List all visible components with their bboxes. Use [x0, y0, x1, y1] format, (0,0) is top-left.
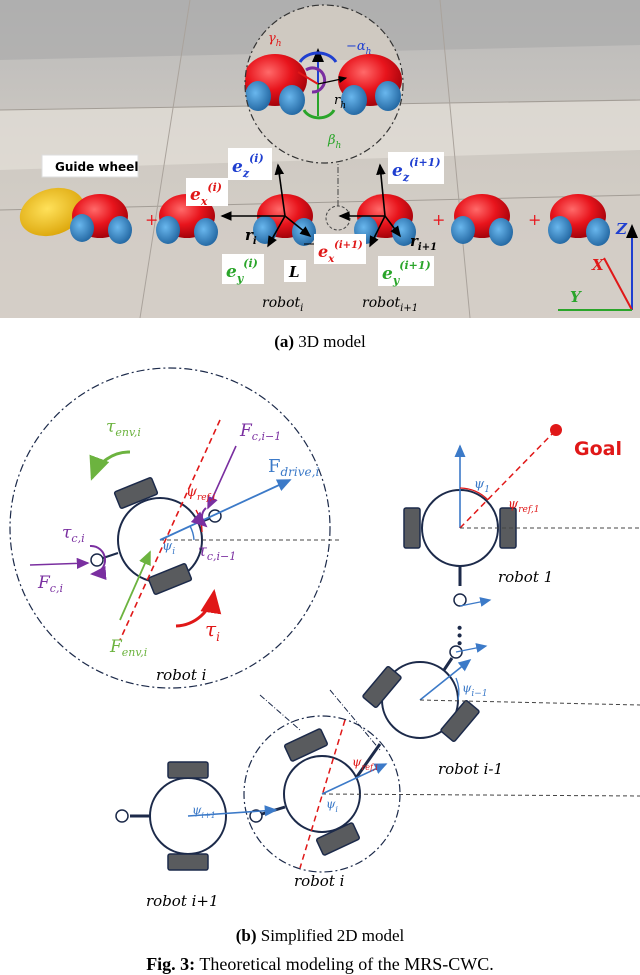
- svg-text:X: X: [591, 256, 605, 274]
- ez-i1-arrow: [376, 163, 386, 217]
- tau-i-label: τi: [205, 617, 220, 644]
- robot-im1-label: robot i-1: [438, 760, 503, 778]
- psi-ref-i-big-label: ψref,i: [186, 484, 215, 503]
- svg-text:Y: Y: [570, 288, 582, 306]
- alpha-h-label: −αh: [346, 39, 371, 57]
- tau-env-arc: [89, 450, 131, 481]
- goal-label: Goal: [574, 438, 622, 460]
- panel-3d-model: + + +: [0, 0, 640, 319]
- gamma-h-label: γh: [268, 31, 282, 49]
- robot-1-label: robot 1: [498, 568, 553, 586]
- guide-wheel: [19, 187, 85, 237]
- ey-i1-label: ey(i+1): [378, 256, 434, 287]
- r-i1-arrow: [384, 215, 401, 238]
- svg-text:ex(i+1): ex(i+1): [318, 240, 363, 265]
- ey-i1-arrow: [369, 215, 386, 248]
- svg-text:L: L: [288, 263, 300, 281]
- robot-i-label-3d: roboti: [262, 295, 303, 314]
- ex-i-label: ex(i): [186, 178, 228, 208]
- svg-text:ey(i): ey(i): [226, 257, 258, 285]
- robot-i-zoom-circle: [9, 367, 331, 689]
- svg-text:+: +: [528, 210, 541, 229]
- robot-i-big-label: robot i: [156, 666, 207, 684]
- f-env-arrow: [119, 550, 151, 621]
- tau-c-i-label: τc,i: [62, 523, 85, 545]
- fc-im1-arrow: [207, 445, 237, 510]
- robot-i1-label-3d: roboti+1: [362, 295, 418, 314]
- psi-ip1-label: ψi+1: [192, 803, 216, 820]
- r-i-label: ri: [245, 226, 257, 247]
- global-axes: Z X Y: [558, 220, 638, 311]
- panel-2d-model: τenv,i Fc,i−1 Fdrive,i ψref,i ψi τc,i Fc…: [0, 360, 640, 920]
- ez-i-label: ez(i): [228, 148, 272, 180]
- svg-text:ez(i+1): ez(i+1): [392, 156, 441, 184]
- hitch-zoom-view: γh −αh rh βh: [244, 4, 404, 164]
- ez-i-arrow: [274, 163, 286, 217]
- robot-i-small: [249, 728, 382, 856]
- r-i1-label: ri+1: [410, 232, 437, 253]
- robot-module: [70, 194, 132, 244]
- caption-a: (a) 3D model: [274, 332, 366, 351]
- tau-i-arc: [175, 589, 222, 628]
- svg-text:ez(i): ez(i): [232, 152, 264, 180]
- psi-i-big-label: ψi: [162, 539, 175, 557]
- psi-i-small-label: ψi: [326, 797, 338, 814]
- robot-i-big: [90, 477, 222, 595]
- robot-i-small-label: robot i: [294, 872, 345, 890]
- beta-h-label: βh: [327, 133, 341, 151]
- r-i-arrow: [284, 215, 312, 237]
- psi-1-label: ψ1: [474, 477, 490, 495]
- figure-caption: Fig. 3: Theoretical modeling of the MRS-…: [146, 954, 494, 974]
- fc-im1-label: Fc,i−1: [239, 421, 281, 443]
- psi-ref-i-small-label: ψref,i: [352, 755, 378, 772]
- psi-ref-1-label: ψref,1: [508, 497, 539, 515]
- f-drive-label: Fdrive,i: [268, 456, 319, 479]
- ey-i-arrow: [267, 215, 286, 248]
- tau-env-label: τenv,i: [106, 417, 141, 439]
- ref-line-big: [119, 419, 221, 641]
- svg-text:+: +: [432, 210, 445, 229]
- r-h-label: rh: [334, 93, 346, 111]
- svg-text:+: +: [145, 210, 158, 229]
- svg-text:Z: Z: [615, 220, 628, 238]
- svg-text:···: ···: [446, 624, 472, 647]
- f-env-label: Fenv,i: [109, 637, 147, 659]
- ey-i-label: ey(i): [222, 254, 264, 285]
- robot-module: [451, 194, 513, 246]
- f-drive-arrow: [159, 479, 292, 541]
- ex-i1-label: ex(i+1): [314, 234, 366, 265]
- psi-im1-label: ψi−1: [462, 681, 488, 699]
- fc-i-arrow: [29, 557, 90, 569]
- robot-module: [548, 194, 610, 246]
- robot-ip1-label: robot i+1: [146, 892, 219, 910]
- guide-wheel-label-box: Guide wheel: [41, 154, 139, 178]
- 3d-model-scene: + + +: [0, 0, 640, 319]
- ez-i1-label: ez(i+1): [388, 152, 444, 184]
- L-label: L: [284, 260, 306, 282]
- svg-text:Guide wheel: Guide wheel: [55, 160, 138, 174]
- 2d-model-diagram: τenv,i Fc,i−1 Fdrive,i ψref,i ψi τc,i Fc…: [9, 367, 640, 910]
- tau-c-im1-label: τc,i−1: [198, 541, 236, 563]
- fc-i-label: Fc,i: [37, 573, 63, 595]
- svg-text:ex(i): ex(i): [190, 181, 222, 208]
- svg-text:ey(i+1): ey(i+1): [382, 259, 431, 287]
- caption-b: (b) Simplified 2D model: [235, 926, 405, 945]
